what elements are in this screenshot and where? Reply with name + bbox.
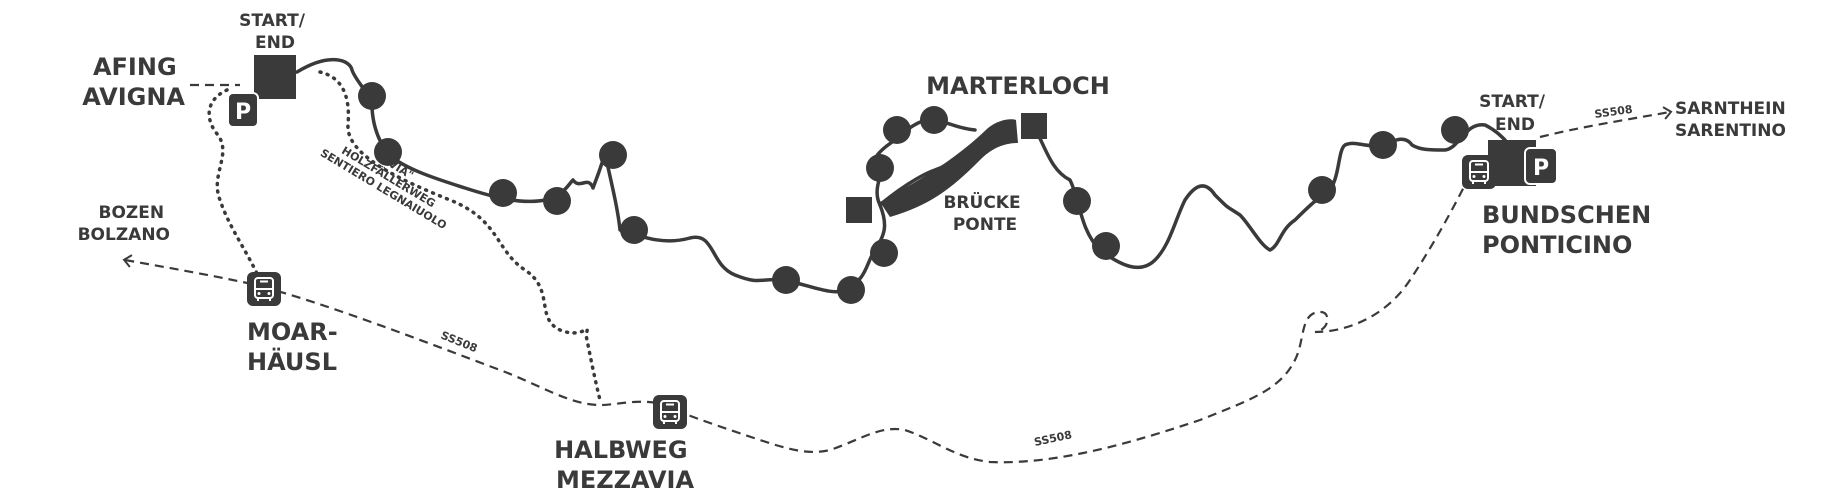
trail-stop xyxy=(866,154,894,182)
dotted-paths xyxy=(207,70,602,402)
bus-stop-icon-moar xyxy=(247,272,281,306)
parking-letter: P xyxy=(235,100,251,125)
road-to-bozen xyxy=(122,254,253,286)
start-end-marker-west xyxy=(254,55,296,99)
marterloch-marker-east xyxy=(1021,113,1047,139)
place-label-sarnthein: SARNTHEIN SARENTINO xyxy=(1675,99,1792,141)
trail-stop xyxy=(374,138,402,166)
road-label-ss508-south: SS508 xyxy=(1033,428,1073,449)
trail-stop xyxy=(883,116,911,144)
trail-stop xyxy=(1369,131,1397,159)
marterloch-marker-west xyxy=(846,197,872,223)
place-label-bundschen: BUNDSCHEN PONTICINO xyxy=(1482,201,1660,259)
parking-icon-west: P xyxy=(227,92,259,128)
place-label-moarhaeusl: MOAR- HÄUSL xyxy=(247,318,346,376)
road-label-ss508-east: SS508 xyxy=(1594,103,1634,121)
trail-stop xyxy=(489,179,517,207)
parking-letter: P xyxy=(1533,156,1549,181)
trail-stop xyxy=(543,187,571,215)
start-end-label-east: START/ END xyxy=(1479,92,1551,135)
parking-icon-east: P xyxy=(1524,147,1558,185)
road-label-ss508-west: SS508 xyxy=(439,329,479,355)
place-label-halbweg: HALBWEG MEZZAVIA xyxy=(554,436,696,494)
trail-stop xyxy=(920,106,948,134)
road-network xyxy=(122,83,1673,464)
path-avia-holzfaellerweg xyxy=(318,70,602,402)
trail-stop xyxy=(1092,232,1120,260)
trail-stop xyxy=(1441,116,1469,144)
trail-stop xyxy=(837,276,865,304)
place-label-bruecke: BRÜCKE PONTE xyxy=(943,191,1026,235)
trail-stop xyxy=(358,82,386,110)
trail-stop xyxy=(870,239,898,267)
trail-stop xyxy=(1063,187,1091,215)
place-label-marterloch: MARTERLOCH xyxy=(926,72,1110,100)
bridge xyxy=(880,119,1018,217)
trail-stops xyxy=(358,82,1469,304)
bus-stop-icon-bundschen xyxy=(1462,155,1496,189)
path-afing-moar xyxy=(207,88,264,287)
hiking-trail-east xyxy=(1031,123,1507,270)
trail-stop xyxy=(620,216,648,244)
place-label-bozen: BOZEN BOLZANO xyxy=(78,203,170,245)
trail-stop xyxy=(599,141,627,169)
place-label-afing: AFING AVIGNA xyxy=(82,53,185,111)
road-ss508-west xyxy=(262,174,1471,464)
start-end-label-west: START/ END xyxy=(239,11,311,53)
bus-stop-icon-halbweg xyxy=(653,395,687,429)
road-to-sarnthein xyxy=(1539,106,1673,139)
trail-stop xyxy=(1308,176,1336,204)
trail-stop xyxy=(772,266,800,294)
